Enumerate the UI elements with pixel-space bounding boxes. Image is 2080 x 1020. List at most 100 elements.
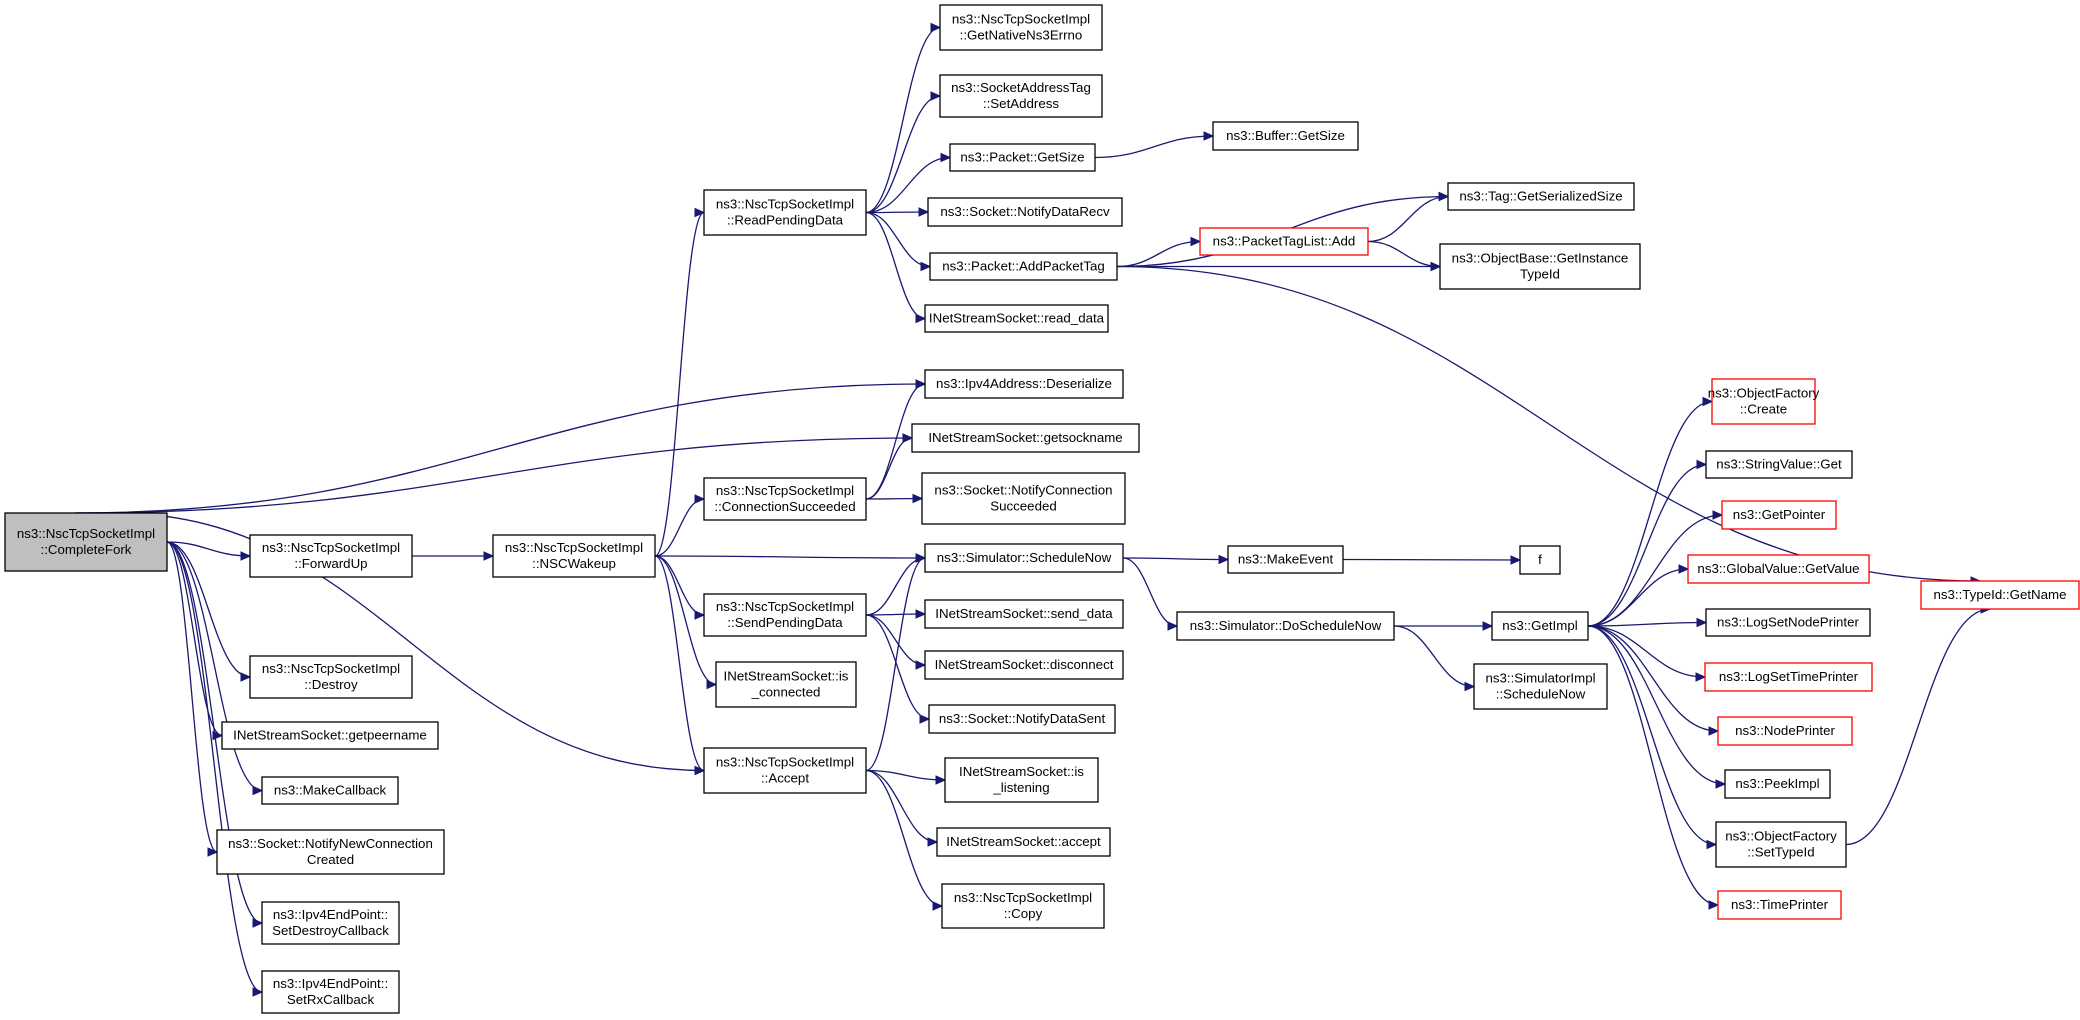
node-getsockname[interactable]: INetStreamSocket::getsockname <box>911 423 1140 453</box>
node-label: INetStreamSocket::getsockname <box>928 430 1122 445</box>
node-readpending[interactable]: ns3::NscTcpSocketImpl::ReadPendingData <box>703 189 867 236</box>
edge-getimpl-to-ofcreate <box>1587 400 1713 627</box>
node-globalvalueget[interactable]: ns3::GlobalValue::GetValue <box>1687 554 1870 584</box>
node-packetgetsize[interactable]: ns3::Packet::GetSize <box>949 143 1096 172</box>
node-schedulenow[interactable]: ns3::Simulator::ScheduleNow <box>924 543 1124 573</box>
node-typeidgetname[interactable]: ns3::TypeId::GetName <box>1920 580 2080 610</box>
node-notifydatasent[interactable]: ns3::Socket::NotifyDataSent <box>928 704 1116 734</box>
node-label: f <box>1538 552 1542 567</box>
node-islistening[interactable]: INetStreamSocket::is_listening <box>944 757 1099 803</box>
node-ofsettypeid[interactable]: ns3::ObjectFactory::SetTypeId <box>1715 821 1847 868</box>
node-label: ::Accept <box>761 771 809 786</box>
node-setaddress[interactable]: ns3::SocketAddressTag::SetAddress <box>939 74 1103 118</box>
node-label: ns3::Packet::AddPacketTag <box>942 259 1105 274</box>
node-doschedulenow[interactable]: ns3::Simulator::DoScheduleNow <box>1176 611 1395 641</box>
node-destroy[interactable]: ns3::NscTcpSocketImpl::Destroy <box>249 655 413 699</box>
node-label: ns3::StringValue::Get <box>1716 457 1842 472</box>
node-sendpending[interactable]: ns3::NscTcpSocketImpl::SendPendingData <box>703 593 867 637</box>
node-logsettimeprinter[interactable]: ns3::LogSetTimePrinter <box>1704 662 1873 692</box>
edge-readpending-to-setaddress <box>865 95 941 214</box>
node-box <box>1519 545 1561 575</box>
edge-getimpl-to-nodeprinter <box>1587 625 1719 732</box>
node-buffergetsize[interactable]: ns3::Buffer::GetSize <box>1212 121 1359 151</box>
edge-readpending-to-addpackettag <box>865 211 931 268</box>
node-box <box>1705 608 1871 637</box>
node-label: ns3::NscTcpSocketImpl <box>716 197 854 212</box>
edge-readpending-to-getnativeerrno <box>865 26 941 214</box>
edge-getimpl-to-ofsettypeid <box>1587 625 1717 846</box>
node-box <box>1711 378 1816 425</box>
node-logsetnodeprinter[interactable]: ns3::LogSetNodePrinter <box>1705 608 1871 637</box>
node-setrxcb[interactable]: ns3::Ipv4EndPoint::SetRxCallback <box>261 970 400 1014</box>
node-timeprinter[interactable]: ns3::TimePrinter <box>1717 890 1842 920</box>
node-disconnect[interactable]: INetStreamSocket::disconnect <box>924 650 1124 680</box>
edge-root-to-forwardup <box>166 541 251 557</box>
node-notifydatarecv[interactable]: ns3::Socket::NotifyDataRecv <box>927 197 1123 227</box>
edge-arrowhead <box>706 679 718 690</box>
node-box <box>928 704 1116 734</box>
node-accept[interactable]: ns3::NscTcpSocketImpl::Accept <box>703 747 867 794</box>
node-box <box>1473 663 1608 710</box>
node-f[interactable]: f <box>1519 545 1561 575</box>
edge-arrowhead <box>902 433 914 443</box>
node-senddata[interactable]: INetStreamSocket::send_data <box>924 599 1124 629</box>
node-deserialize[interactable]: ns3::Ipv4Address::Deserialize <box>924 369 1124 399</box>
node-tagserialized[interactable]: ns3::Tag::GetSerializedSize <box>1447 182 1635 211</box>
edge-arrowhead <box>1708 726 1720 736</box>
node-readdata[interactable]: INetStreamSocket::read_data <box>924 304 1109 333</box>
node-connsucceeded[interactable]: ns3::NscTcpSocketImpl::ConnectionSucceed… <box>703 477 867 521</box>
node-label: ns3::Socket::NotifyNewConnection <box>228 836 433 851</box>
edge-arrowhead <box>1218 554 1230 565</box>
node-peekimpl[interactable]: ns3::PeekImpl <box>1724 769 1831 799</box>
node-getimpl[interactable]: ns3::GetImpl <box>1491 611 1589 641</box>
edge-arrowhead <box>240 551 252 561</box>
edge-addpackettag-to-typeidgetname <box>1116 265 1981 582</box>
node-isconnected[interactable]: INetStreamSocket::is_connected <box>715 661 857 708</box>
node-label: ns3::NscTcpSocketImpl <box>505 540 643 555</box>
node-makeevent[interactable]: ns3::MakeEvent <box>1227 545 1344 574</box>
edge-arrowhead <box>1482 621 1494 631</box>
node-forwardup[interactable]: ns3::NscTcpSocketImpl::ForwardUp <box>249 534 413 578</box>
node-box <box>939 4 1103 51</box>
node-label: ns3::GetImpl <box>1502 618 1577 633</box>
node-box <box>1176 611 1395 641</box>
edge-arrowhead <box>1708 900 1720 910</box>
node-ofcreate[interactable]: ns3::ObjectFactory::Create <box>1708 378 1820 425</box>
node-nodeprinter[interactable]: ns3::NodePrinter <box>1717 716 1853 746</box>
node-setdestroycb[interactable]: ns3::Ipv4EndPoint::SetDestroyCallback <box>261 901 400 945</box>
node-label: ns3::Simulator::ScheduleNow <box>937 550 1112 565</box>
node-box <box>4 512 168 572</box>
node-label: ::Destroy <box>304 677 358 692</box>
node-label: ::ScheduleNow <box>1496 687 1586 702</box>
edge-arrowhead <box>1167 621 1179 631</box>
node-label: ::SetAddress <box>983 96 1059 111</box>
node-label: ns3::Tag::GetSerializedSize <box>1459 189 1622 204</box>
node-box <box>1227 545 1344 574</box>
node-label: ns3::NscTcpSocketImpl <box>952 12 1090 27</box>
node-box <box>924 599 1124 629</box>
node-label: ns3::Socket::NotifyConnection <box>934 483 1112 498</box>
node-box <box>715 661 857 708</box>
node-inetaccept[interactable]: INetStreamSocket::accept <box>936 827 1111 857</box>
node-getpointer[interactable]: ns3::GetPointer <box>1721 500 1837 530</box>
edge-arrowhead <box>694 765 706 776</box>
node-simimplschedulenow[interactable]: ns3::SimulatorImpl::ScheduleNow <box>1473 663 1608 710</box>
node-makecallback[interactable]: ns3::MakeCallback <box>261 776 399 805</box>
node-copy[interactable]: ns3::NscTcpSocketImpl::Copy <box>941 883 1105 929</box>
node-stringvalueget[interactable]: ns3::StringValue::Get <box>1705 450 1853 479</box>
node-packettaglistadd[interactable]: ns3::PacketTagList::Add <box>1199 227 1369 256</box>
node-getpeername[interactable]: INetStreamSocket::getpeername <box>221 721 439 750</box>
node-getnativeerrno[interactable]: ns3::NscTcpSocketImpl::GetNativeNs3Errno <box>939 4 1103 51</box>
node-root[interactable]: ns3::NscTcpSocketImpl::CompleteFork <box>4 512 168 572</box>
edge-accept-to-schedulenow <box>865 557 926 772</box>
edge-sendpending-to-disconnect <box>865 614 926 666</box>
node-label: ns3::SimulatorImpl <box>1485 671 1595 686</box>
node-label: INetStreamSocket::read_data <box>929 311 1105 326</box>
node-addpackettag[interactable]: ns3::Packet::AddPacketTag <box>929 252 1118 281</box>
node-label: ns3::ObjectFactory <box>1725 829 1837 844</box>
node-box <box>703 477 867 521</box>
node-nscwakeup[interactable]: ns3::NscTcpSocketImpl::NSCWakeup <box>492 534 656 578</box>
